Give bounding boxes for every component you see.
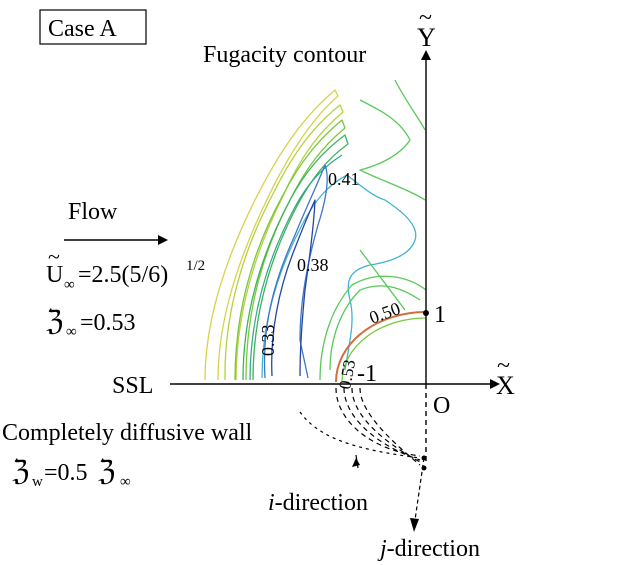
tick-x-label: -1 (357, 361, 377, 387)
ssl-label: SSL (112, 373, 153, 399)
case-label: Case A (48, 16, 117, 42)
wall-z-symbol: ℨ (12, 456, 29, 487)
z-symbol: ℨ (46, 306, 63, 337)
j-direction-arrowhead (410, 518, 419, 532)
u-equation: =2.5(5/6) (78, 262, 168, 288)
flow-label: Flow (68, 199, 118, 225)
tick-y-dot (423, 310, 429, 316)
flow-arrowhead (158, 235, 168, 245)
wall-description: Completely diffusive wall (2, 420, 253, 446)
contour-line-9 (319, 79, 427, 381)
i-direction-arrowhead (352, 458, 360, 467)
cylinder-surface (335, 311, 427, 383)
contour-label-050: 0.50 (367, 298, 403, 328)
contour-label-041: 0.41 (328, 169, 360, 189)
contour-line-6 (261, 174, 417, 379)
wall-z-sub: w (32, 474, 43, 490)
contour-line-1 (204, 89, 339, 381)
wall-z2-sub: ∞ (120, 474, 131, 490)
y-axis-tilde: ~ (419, 5, 432, 31)
u-symbol: U (46, 262, 63, 288)
wall-equation: =0.5 (44, 460, 88, 486)
origin-label: O (433, 393, 450, 419)
x-axis-label: X (496, 371, 515, 400)
grid-direction-arcs (299, 387, 421, 466)
tick-y-label: 1 (434, 302, 446, 328)
x-axis-tilde: ~ (497, 353, 510, 379)
u-tilde: ~ (48, 244, 60, 269)
figure-title: Fugacity contour (203, 42, 366, 68)
wall-z2-symbol: ℨ (98, 456, 115, 487)
y-axis-arrowhead (421, 50, 431, 60)
contour-label-038: 0.38 (297, 255, 329, 275)
case-label-box (39, 9, 147, 45)
u-sub: ∞ (64, 277, 75, 293)
contour-lines (204, 79, 427, 381)
contour-label-053: 0.53 (335, 358, 359, 391)
z-equation: =0.53 (80, 310, 136, 336)
contour-line-4 (242, 134, 349, 381)
i-direction-label: i-direction (268, 490, 368, 516)
j-direction-label: j-direction (377, 536, 480, 562)
contour-line-7 (263, 164, 328, 379)
contour-line-2 (224, 104, 344, 381)
contour-line-5 (249, 154, 343, 381)
contour-label-033: 0.33 (258, 325, 278, 357)
x-axis-arrowhead (490, 379, 500, 389)
contour-line-8 (271, 199, 316, 377)
y-axis-label: Y (417, 23, 436, 52)
contour-line-3 (234, 119, 346, 381)
cylinder-inner-contour (341, 317, 427, 383)
u-exponent: 1/2 (186, 258, 205, 274)
z-sub: ∞ (66, 324, 77, 340)
